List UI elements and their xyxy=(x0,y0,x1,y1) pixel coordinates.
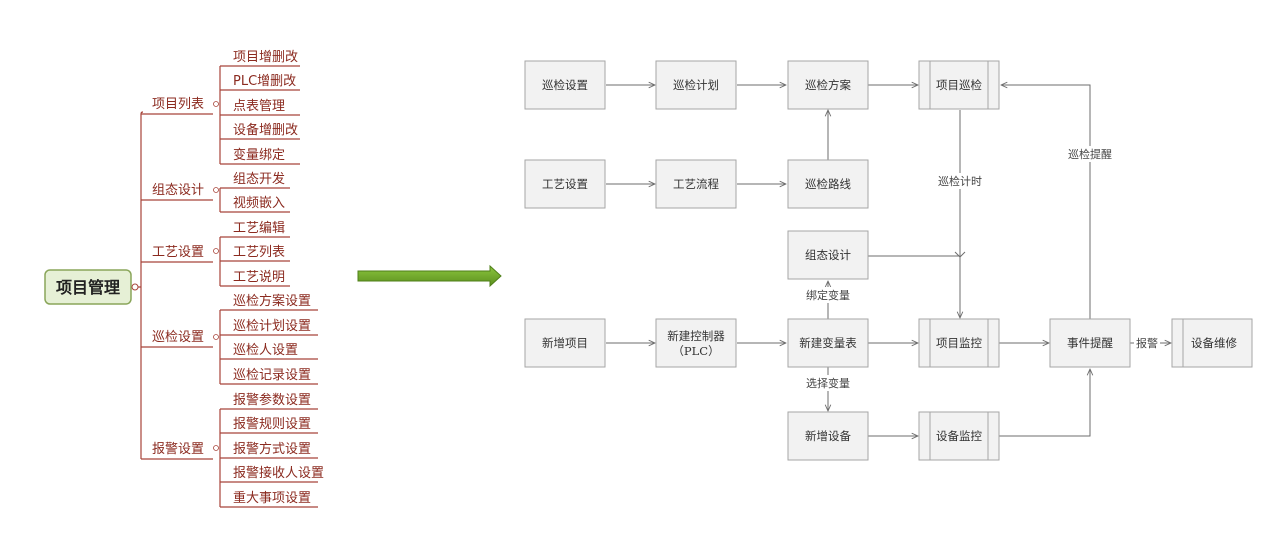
leaf-label: 巡检方案设置 xyxy=(233,293,311,309)
edge-label-select-variable: 选择变量 xyxy=(806,376,850,390)
leaf-label: 报警参数设置 xyxy=(233,392,311,408)
mindmap-branch-alarm-settings: 报警设置 报警参数设置 报警规则设置 报警方式设置 报警接收人设置 重大事项设置 xyxy=(141,392,324,508)
mindmap: 项目管理 项目列表 项目增删改 PLC增删改 点表管理 设备增删改 变量绑定 组… xyxy=(44,50,324,508)
leaf-label: 巡检计划设置 xyxy=(233,319,311,334)
node-equipment-repair: 设备维修 xyxy=(1171,318,1253,368)
node-label: 新增项目 xyxy=(542,336,588,350)
flowchart: 巡检计时 巡检提醒 绑定变量 选择变量 报警 巡检设置 巡检计划 巡检方案 xyxy=(524,60,1253,461)
node-inspection-settings: 巡检设置 xyxy=(524,60,606,110)
leaf-label: 变量绑定 xyxy=(233,147,285,163)
node-label: 组态设计 xyxy=(805,248,851,262)
node-label: 工艺流程 xyxy=(673,177,719,191)
leaf-label: 工艺列表 xyxy=(233,245,285,260)
branch-label: 工艺设置 xyxy=(152,245,204,260)
node-label: 巡检设置 xyxy=(542,78,588,92)
node-process-flow: 工艺流程 xyxy=(655,159,737,209)
leaf-label: 工艺说明 xyxy=(233,270,285,285)
node-label: 巡检方案 xyxy=(805,78,851,92)
edge-label-inspection-reminder: 巡检提醒 xyxy=(1068,147,1112,161)
leaf-label: 巡检人设置 xyxy=(233,343,298,358)
node-inspection-route: 巡检路线 xyxy=(787,159,869,209)
node-label: 设备监控 xyxy=(936,429,982,443)
mindmap-branch-project-list: 项目列表 项目增删改 PLC增删改 点表管理 设备增删改 变量绑定 xyxy=(141,50,300,165)
node-label: 巡检路线 xyxy=(805,177,851,191)
mindmap-branch-inspection-settings: 巡检设置 巡检方案设置 巡检计划设置 巡检人设置 巡检记录设置 xyxy=(141,293,318,385)
node-label: 巡检计划 xyxy=(673,78,719,92)
flow-edges xyxy=(606,85,1171,436)
mindmap-branch-config-design: 组态设计 组态开发 视频嵌入 xyxy=(141,171,290,213)
node-label: 项目监控 xyxy=(936,336,982,350)
branch-label: 组态设计 xyxy=(152,183,204,198)
leaf-label: 点表管理 xyxy=(233,99,285,114)
node-label: 新建变量表 xyxy=(799,336,857,350)
leaf-label: 重大事项设置 xyxy=(233,490,311,506)
leaf-label: 报警方式设置 xyxy=(233,441,311,457)
node-new-variable-table: 新建变量表 xyxy=(787,318,869,368)
node-label-line2: （PLC） xyxy=(672,344,719,358)
node-inspection-scheme: 巡检方案 xyxy=(787,60,869,110)
mindmap-root: 项目管理 xyxy=(44,269,139,305)
node-config-design: 组态设计 xyxy=(787,230,869,280)
leaf-label: 视频嵌入 xyxy=(233,196,285,211)
node-process-settings: 工艺设置 xyxy=(524,159,606,209)
mindmap-branch-process-settings: 工艺设置 工艺编辑 工艺列表 工艺说明 xyxy=(141,221,290,287)
flow-edge-labels: 巡检计时 巡检提醒 绑定变量 选择变量 报警 xyxy=(802,146,1160,391)
node-label: 事件提醒 xyxy=(1067,336,1113,350)
node-new-controller: 新建控制器 （PLC） xyxy=(655,318,737,368)
leaf-label: 组态开发 xyxy=(233,171,285,187)
node-new-project: 新增项目 xyxy=(524,318,606,368)
mindmap-root-label: 项目管理 xyxy=(56,278,120,297)
leaf-label: 报警接收人设置 xyxy=(233,465,324,481)
node-label: 设备维修 xyxy=(1191,336,1237,350)
node-label-line1: 新建控制器 xyxy=(667,329,725,343)
node-event-reminder: 事件提醒 xyxy=(1049,318,1131,368)
leaf-label: 设备增删改 xyxy=(233,122,298,138)
node-label: 工艺设置 xyxy=(542,177,588,191)
node-project-inspection: 项目巡检 xyxy=(918,60,1000,110)
leaf-label: PLC增删改 xyxy=(233,74,296,89)
node-label: 项目巡检 xyxy=(936,78,982,92)
node-new-device: 新增设备 xyxy=(787,411,869,461)
node-project-monitoring: 项目监控 xyxy=(918,318,1000,368)
branch-label: 报警设置 xyxy=(152,441,204,457)
branch-label: 巡检设置 xyxy=(152,330,204,345)
edge-label-inspection-timing: 巡检计时 xyxy=(938,174,982,188)
node-label: 新增设备 xyxy=(805,429,851,443)
branch-label: 项目列表 xyxy=(152,97,204,112)
node-device-monitoring: 设备监控 xyxy=(918,411,1000,461)
transition-arrow-icon xyxy=(357,264,502,288)
leaf-label: 巡检记录设置 xyxy=(233,368,311,383)
leaf-label: 工艺编辑 xyxy=(233,221,285,236)
edge-label-bind-variable: 绑定变量 xyxy=(806,288,850,302)
edge-label-alarm: 报警 xyxy=(1136,336,1158,350)
leaf-label: 报警规则设置 xyxy=(233,416,311,432)
leaf-label: 项目增删改 xyxy=(233,50,298,65)
node-inspection-plan: 巡检计划 xyxy=(655,60,737,110)
